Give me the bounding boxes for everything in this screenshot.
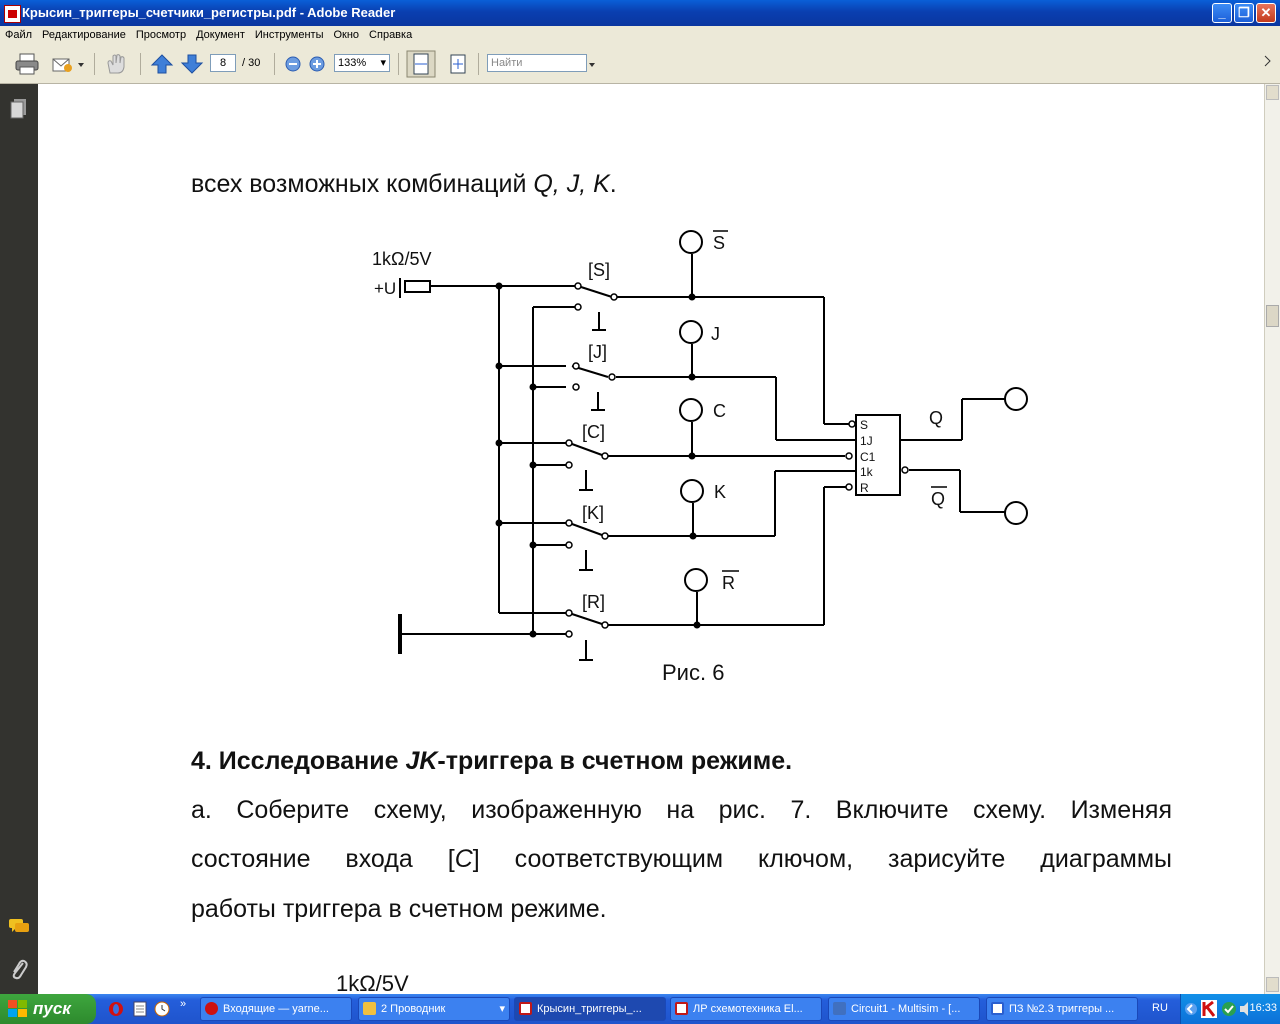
system-tray: 16:33 bbox=[1180, 994, 1280, 1024]
switch-k-label: [K] bbox=[582, 503, 604, 523]
scroll-thumb[interactable] bbox=[1266, 305, 1279, 327]
scroll-up-button[interactable] bbox=[1266, 85, 1279, 100]
toolbar-overflow-icon[interactable] bbox=[1262, 53, 1278, 75]
taskbar-item[interactable]: 2 Проводник▾ bbox=[358, 997, 510, 1021]
restore-button[interactable]: ❐ bbox=[1234, 3, 1254, 23]
search-input[interactable]: Найти bbox=[487, 54, 587, 72]
probe-j-label: J bbox=[711, 324, 720, 344]
menu-window[interactable]: Окно bbox=[333, 29, 360, 41]
menu-file[interactable]: Файл bbox=[5, 29, 33, 41]
email-icon[interactable] bbox=[50, 53, 76, 75]
menu-bar: Файл Редактирование Просмотр Документ Инстру… bbox=[0, 26, 1280, 45]
fit-page-icon[interactable] bbox=[446, 53, 470, 75]
tray-expand-icon[interactable] bbox=[1185, 1002, 1197, 1016]
probe-k-label: K bbox=[714, 482, 726, 502]
document-view: всех возможных комбинаций Q, J, K. bbox=[38, 84, 1264, 994]
quick-launch-more-icon[interactable]: » bbox=[180, 998, 187, 1010]
minimize-button[interactable]: _ bbox=[1212, 3, 1232, 23]
taskbar: пуск » Входящие — yarne... 2 Проводник▾ … bbox=[0, 994, 1280, 1024]
zoom-in-icon[interactable] bbox=[308, 53, 326, 75]
taskbar-item[interactable]: Входящие — yarne... bbox=[200, 997, 352, 1021]
menu-document[interactable]: Документ bbox=[196, 29, 245, 41]
toolbar: 8 / 30 133%▾ Найти bbox=[0, 45, 1280, 84]
taskbar-item[interactable]: ПЗ №2.3 триггеры ... bbox=[986, 997, 1138, 1021]
next-page-icon[interactable] bbox=[180, 53, 204, 75]
hand-tool-icon[interactable] bbox=[104, 53, 130, 75]
menu-help[interactable]: Справка bbox=[369, 29, 413, 41]
source-label: 1kΩ/5V bbox=[372, 249, 431, 269]
comments-icon[interactable] bbox=[8, 917, 30, 937]
zoom-select[interactable]: 133%▾ bbox=[334, 54, 390, 72]
menu-tools[interactable]: Инструменты bbox=[254, 29, 324, 41]
kaspersky-icon[interactable] bbox=[1201, 1000, 1217, 1018]
scroll-down-button[interactable] bbox=[1266, 977, 1279, 992]
start-button[interactable]: пуск bbox=[0, 994, 96, 1024]
chevron-down-icon[interactable] bbox=[588, 53, 596, 75]
clock-icon[interactable] bbox=[154, 1001, 170, 1017]
navigation-panel bbox=[0, 84, 38, 994]
pin-1j-label: 1J bbox=[860, 434, 873, 448]
pin-r-label: R bbox=[860, 481, 869, 495]
next-figure-source-label: 1kΩ/5V bbox=[336, 971, 409, 994]
source-terminal-label: +U bbox=[374, 279, 396, 298]
taskbar-item-active[interactable]: Крысин_триггеры_... bbox=[514, 997, 666, 1021]
clock: 16:33 bbox=[1249, 1002, 1277, 1014]
word-icon bbox=[991, 1002, 1004, 1015]
paragraph-a-line-3: работы триггера в счетном режиме. bbox=[191, 895, 607, 923]
probe-c-label: C bbox=[713, 401, 726, 421]
multisim-icon bbox=[833, 1002, 846, 1015]
windows-logo-icon bbox=[8, 1000, 27, 1017]
taskbar-item[interactable]: Circuit1 - Multisim - [... bbox=[828, 997, 980, 1021]
paragraph-a-line-1: а. Соберите схему, изображенную на рис. … bbox=[191, 796, 1172, 824]
switch-r-label: [R] bbox=[582, 592, 605, 612]
vertical-scrollbar[interactable] bbox=[1264, 84, 1280, 994]
circuit-figure-6: 1kΩ/5V +U [S] [J] [C] [K] [R] S J C K R … bbox=[372, 230, 1028, 685]
pages-icon[interactable] bbox=[10, 98, 28, 120]
notepad-icon[interactable] bbox=[132, 1001, 148, 1017]
taskbar-item[interactable]: ЛР схемотехника El... bbox=[670, 997, 822, 1021]
language-indicator[interactable]: RU bbox=[1152, 1002, 1168, 1014]
fit-width-icon[interactable] bbox=[406, 50, 436, 78]
tray-app-icon[interactable] bbox=[1221, 1001, 1237, 1017]
output-q-label: Q bbox=[929, 408, 943, 428]
probe-r-label: R bbox=[722, 573, 735, 593]
folder-icon bbox=[363, 1002, 376, 1015]
menu-view[interactable]: Просмотр bbox=[135, 29, 187, 41]
switch-c-label: [C] bbox=[582, 422, 605, 442]
opera-icon[interactable] bbox=[108, 1001, 124, 1017]
pin-c1-label: C1 bbox=[860, 450, 876, 464]
window-title: Крысин_триггеры_счетчики_регистры.pdf - … bbox=[22, 5, 396, 20]
figure-caption: Рис. 6 bbox=[662, 660, 724, 685]
print-icon[interactable] bbox=[14, 53, 40, 75]
page-number-input[interactable]: 8 bbox=[210, 54, 236, 72]
paragraph-a-line-2: состояние входа [C] соответствующим ключ… bbox=[191, 845, 1172, 873]
title-bar: Крысин_триггеры_счетчики_регистры.pdf - … bbox=[0, 0, 1280, 26]
close-button[interactable]: ✕ bbox=[1256, 3, 1276, 23]
attachments-icon[interactable] bbox=[9, 957, 29, 981]
previous-page-icon[interactable] bbox=[150, 53, 174, 75]
taskbar-item-icon bbox=[205, 1002, 218, 1015]
chevron-down-icon[interactable] bbox=[77, 53, 85, 75]
pdf-icon bbox=[519, 1002, 532, 1015]
volume-icon[interactable] bbox=[1239, 1001, 1253, 1017]
pdf-icon bbox=[675, 1002, 688, 1015]
pdf-icon bbox=[4, 5, 21, 23]
section-heading: 4. Исследование JK-триггера в счетном ре… bbox=[191, 747, 793, 775]
switch-s-label: [S] bbox=[588, 260, 610, 280]
pin-1k-label: 1k bbox=[860, 465, 874, 479]
menu-edit[interactable]: Редактирование bbox=[42, 29, 126, 41]
page-total: / 30 bbox=[242, 57, 261, 69]
switch-j-label: [J] bbox=[588, 342, 607, 362]
pin-s-label: S bbox=[860, 418, 868, 432]
output-qbar-label: Q bbox=[931, 489, 945, 509]
probe-s-label: S bbox=[713, 233, 725, 253]
text-line: всех возможных комбинаций Q, J, K. bbox=[191, 170, 617, 198]
zoom-out-icon[interactable] bbox=[284, 53, 302, 75]
